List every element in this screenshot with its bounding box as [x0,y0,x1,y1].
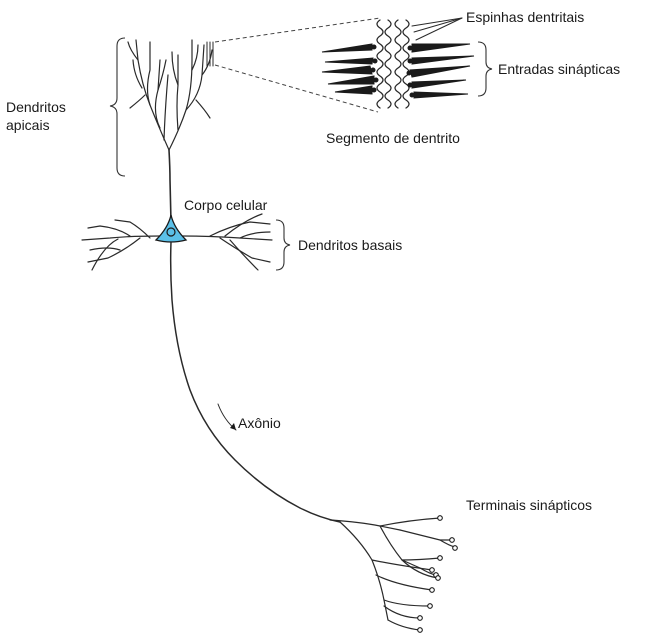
axon [171,242,340,522]
basal-dendrites-left [82,220,160,270]
cell-body [156,215,186,242]
label-synaptic-inputs: Entradas sinápticas [498,61,620,77]
sample-region-marker [207,42,213,66]
label-axon: Axônio [238,415,281,431]
apical-dendrite-tree [128,40,212,222]
dendrite-segment [377,20,409,108]
spine-pointer-lines [412,18,462,40]
basal-dendrites-right [182,214,272,270]
label-basal-dendrites: Dendritos basais [298,237,402,253]
synaptic-inputs-bracket [478,42,492,96]
label-dendritic-spines: Espinhas dentritais [466,9,584,25]
apical-dendrites-bracket [110,38,125,176]
label-apical-dendrites-line1: Dendritos [6,99,66,115]
axon-direction-arrow [218,404,236,430]
basal-dendrites-bracket [276,220,290,270]
label-synaptic-terminals: Terminais sinápticos [466,497,592,513]
label-apical-dendrites-line2: apicais [6,117,50,133]
label-cell-body: Corpo celular [184,197,268,213]
nucleus [167,228,175,236]
label-dendrite-segment: Segmento de dentrito [326,130,460,146]
zoom-line-top [215,18,380,42]
